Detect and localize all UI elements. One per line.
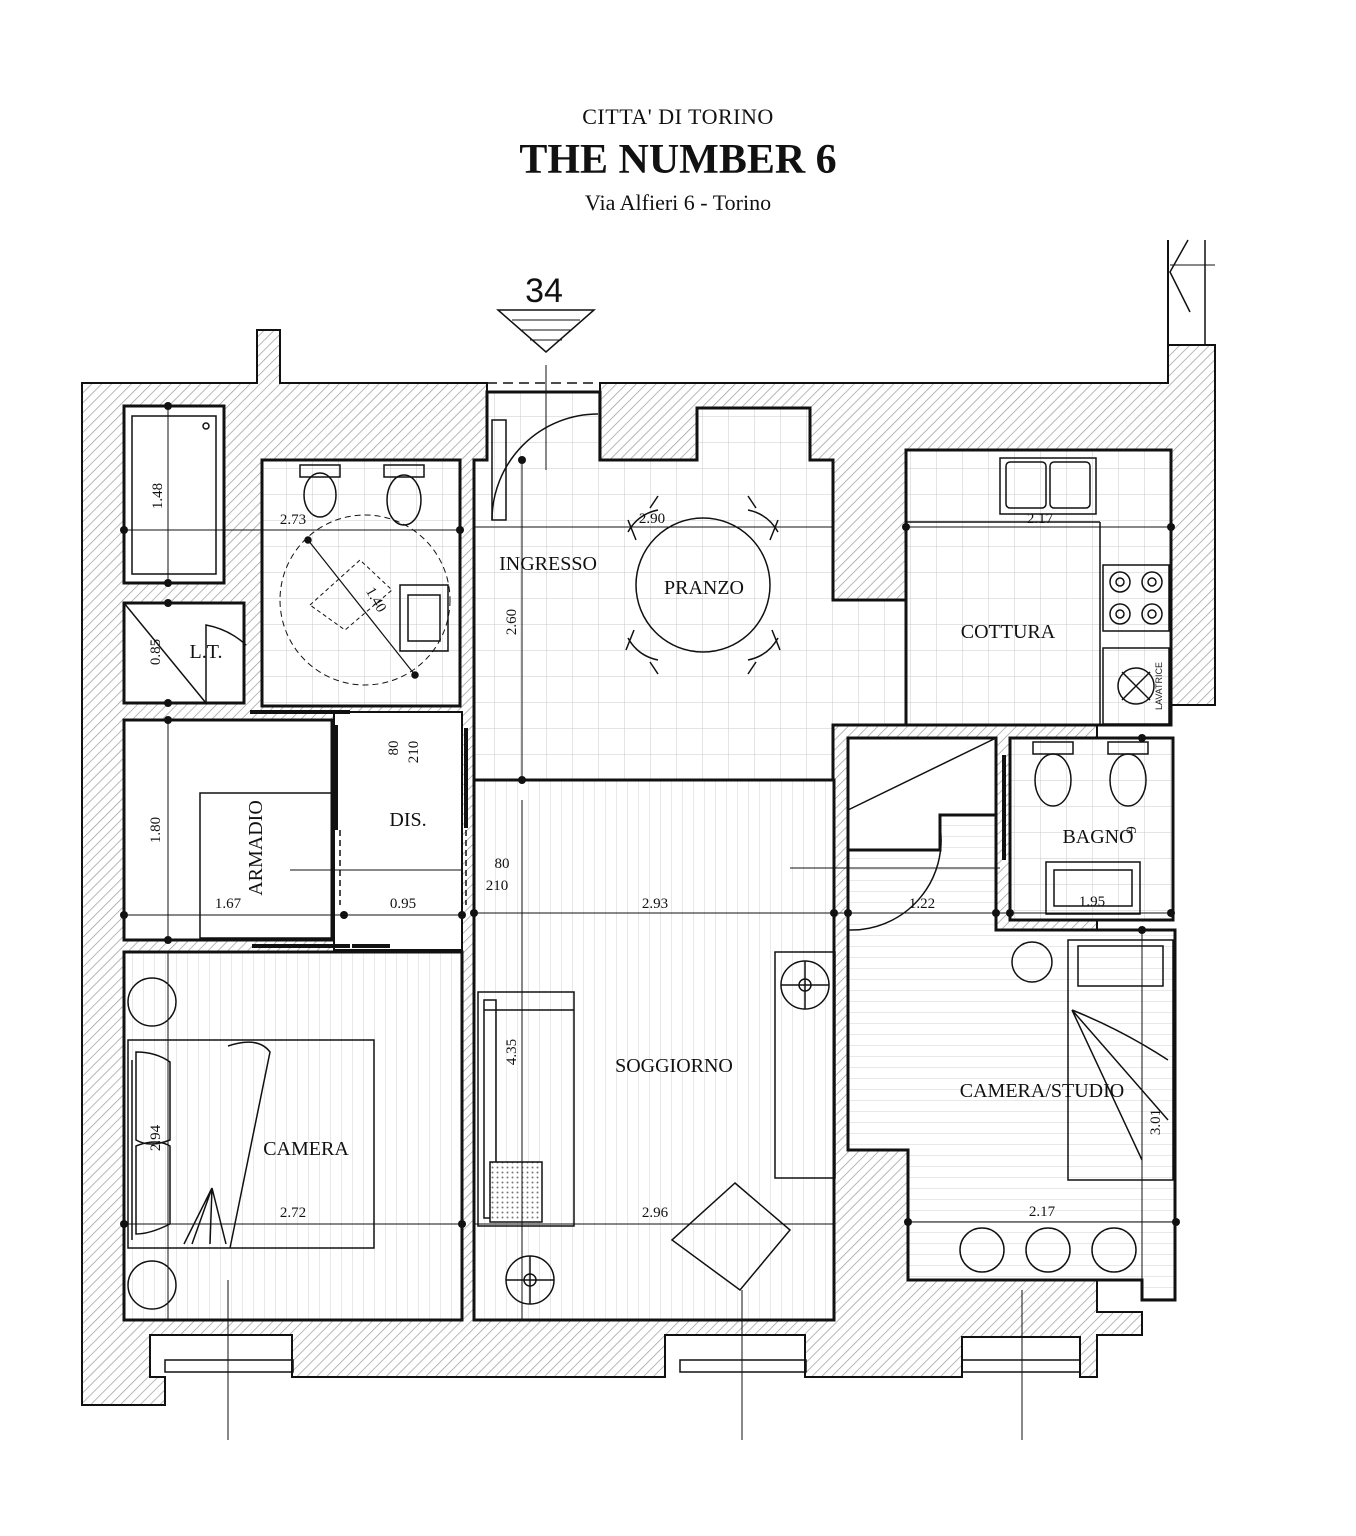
room-lt: L.T. [190, 641, 223, 663]
dimension-labels: 1.48 2.73 1.40 2.90 2.60 2.17 0.85 1.80 … [148, 483, 1164, 1221]
double-bed-icon [127, 1039, 375, 1249]
appliance-label: LAVATRICE [1154, 662, 1164, 710]
sofa-icon [477, 991, 575, 1227]
shower-tray-icon [1045, 861, 1141, 915]
dim-167: 1.67 [215, 896, 242, 912]
dim-260: 2.60 [504, 609, 520, 635]
dim-148: 1.48 [150, 483, 166, 509]
door-width-b: 80 [495, 856, 510, 872]
room-camera: CAMERA [263, 1138, 349, 1160]
tub-drain-icon [202, 422, 210, 430]
single-bed-icon [1067, 939, 1174, 1181]
dim-180: 1.80 [148, 817, 164, 843]
room-pranzo: PRANZO [664, 577, 744, 599]
cooktop-icon [1102, 564, 1170, 632]
dim-272: 2.72 [280, 1205, 306, 1221]
dim-296: 2.96 [642, 1205, 669, 1221]
dim-9: 9 [1124, 826, 1140, 834]
room-labels: INGRESSO PRANZO COTTURA L.T. ARMADIO DIS… [190, 553, 1134, 1160]
dim-435: 4.35 [504, 1039, 520, 1065]
room-bagno: BAGNO [1062, 826, 1133, 848]
bidet-icon [383, 464, 425, 478]
building-title: THE NUMBER 6 [519, 137, 837, 183]
building-address: Via Alfieri 6 - Torino [584, 190, 772, 215]
dimension-lines [124, 406, 1176, 1320]
dim-290: 2.90 [639, 511, 665, 527]
room-armadio: ARMADIO [245, 800, 267, 896]
washing-machine-icon [1102, 647, 1170, 725]
dim-294: 2.94 [148, 1124, 164, 1151]
room-floors [122, 390, 1177, 1322]
dim-122: 1.22 [909, 896, 935, 912]
door-height-b: 210 [486, 878, 509, 894]
unit-marker: 34 [487, 272, 600, 470]
nightstand-icon [127, 977, 177, 1027]
room-camera-studio: CAMERA/STUDIO [960, 1080, 1124, 1102]
dim-301: 3.01 [1148, 1109, 1164, 1135]
dim-085: 0.85 [148, 639, 164, 665]
dimension-ticks [120, 402, 1180, 1228]
room-soggiorno: SOGGIORNO [615, 1055, 733, 1077]
room-dis: DIS. [389, 809, 426, 831]
door-width-a: 80 [386, 741, 402, 756]
kitchen-sink-icon [999, 457, 1097, 515]
armchair-icon [670, 1182, 792, 1292]
dim-095: 0.95 [390, 896, 416, 912]
room-cottura: COTTURA [961, 621, 1056, 643]
dining-table-icon [635, 517, 771, 653]
unit-number: 34 [525, 272, 563, 310]
dim-195: 1.95 [1079, 894, 1105, 910]
dim-217-top: 2.17 [1027, 511, 1054, 527]
toilet-icon [299, 464, 341, 478]
door-height-a: 210 [406, 741, 422, 764]
city-header: CITTA' DI TORINO [582, 104, 774, 129]
room-ingresso: INGRESSO [499, 553, 597, 575]
sink-icon [399, 584, 449, 652]
stool-icon [959, 1227, 1005, 1273]
dim-217-bottom: 2.17 [1029, 1204, 1056, 1220]
nightstand-2-icon [127, 1260, 177, 1310]
dim-293: 2.93 [642, 896, 668, 912]
dim-273: 2.73 [280, 512, 306, 528]
